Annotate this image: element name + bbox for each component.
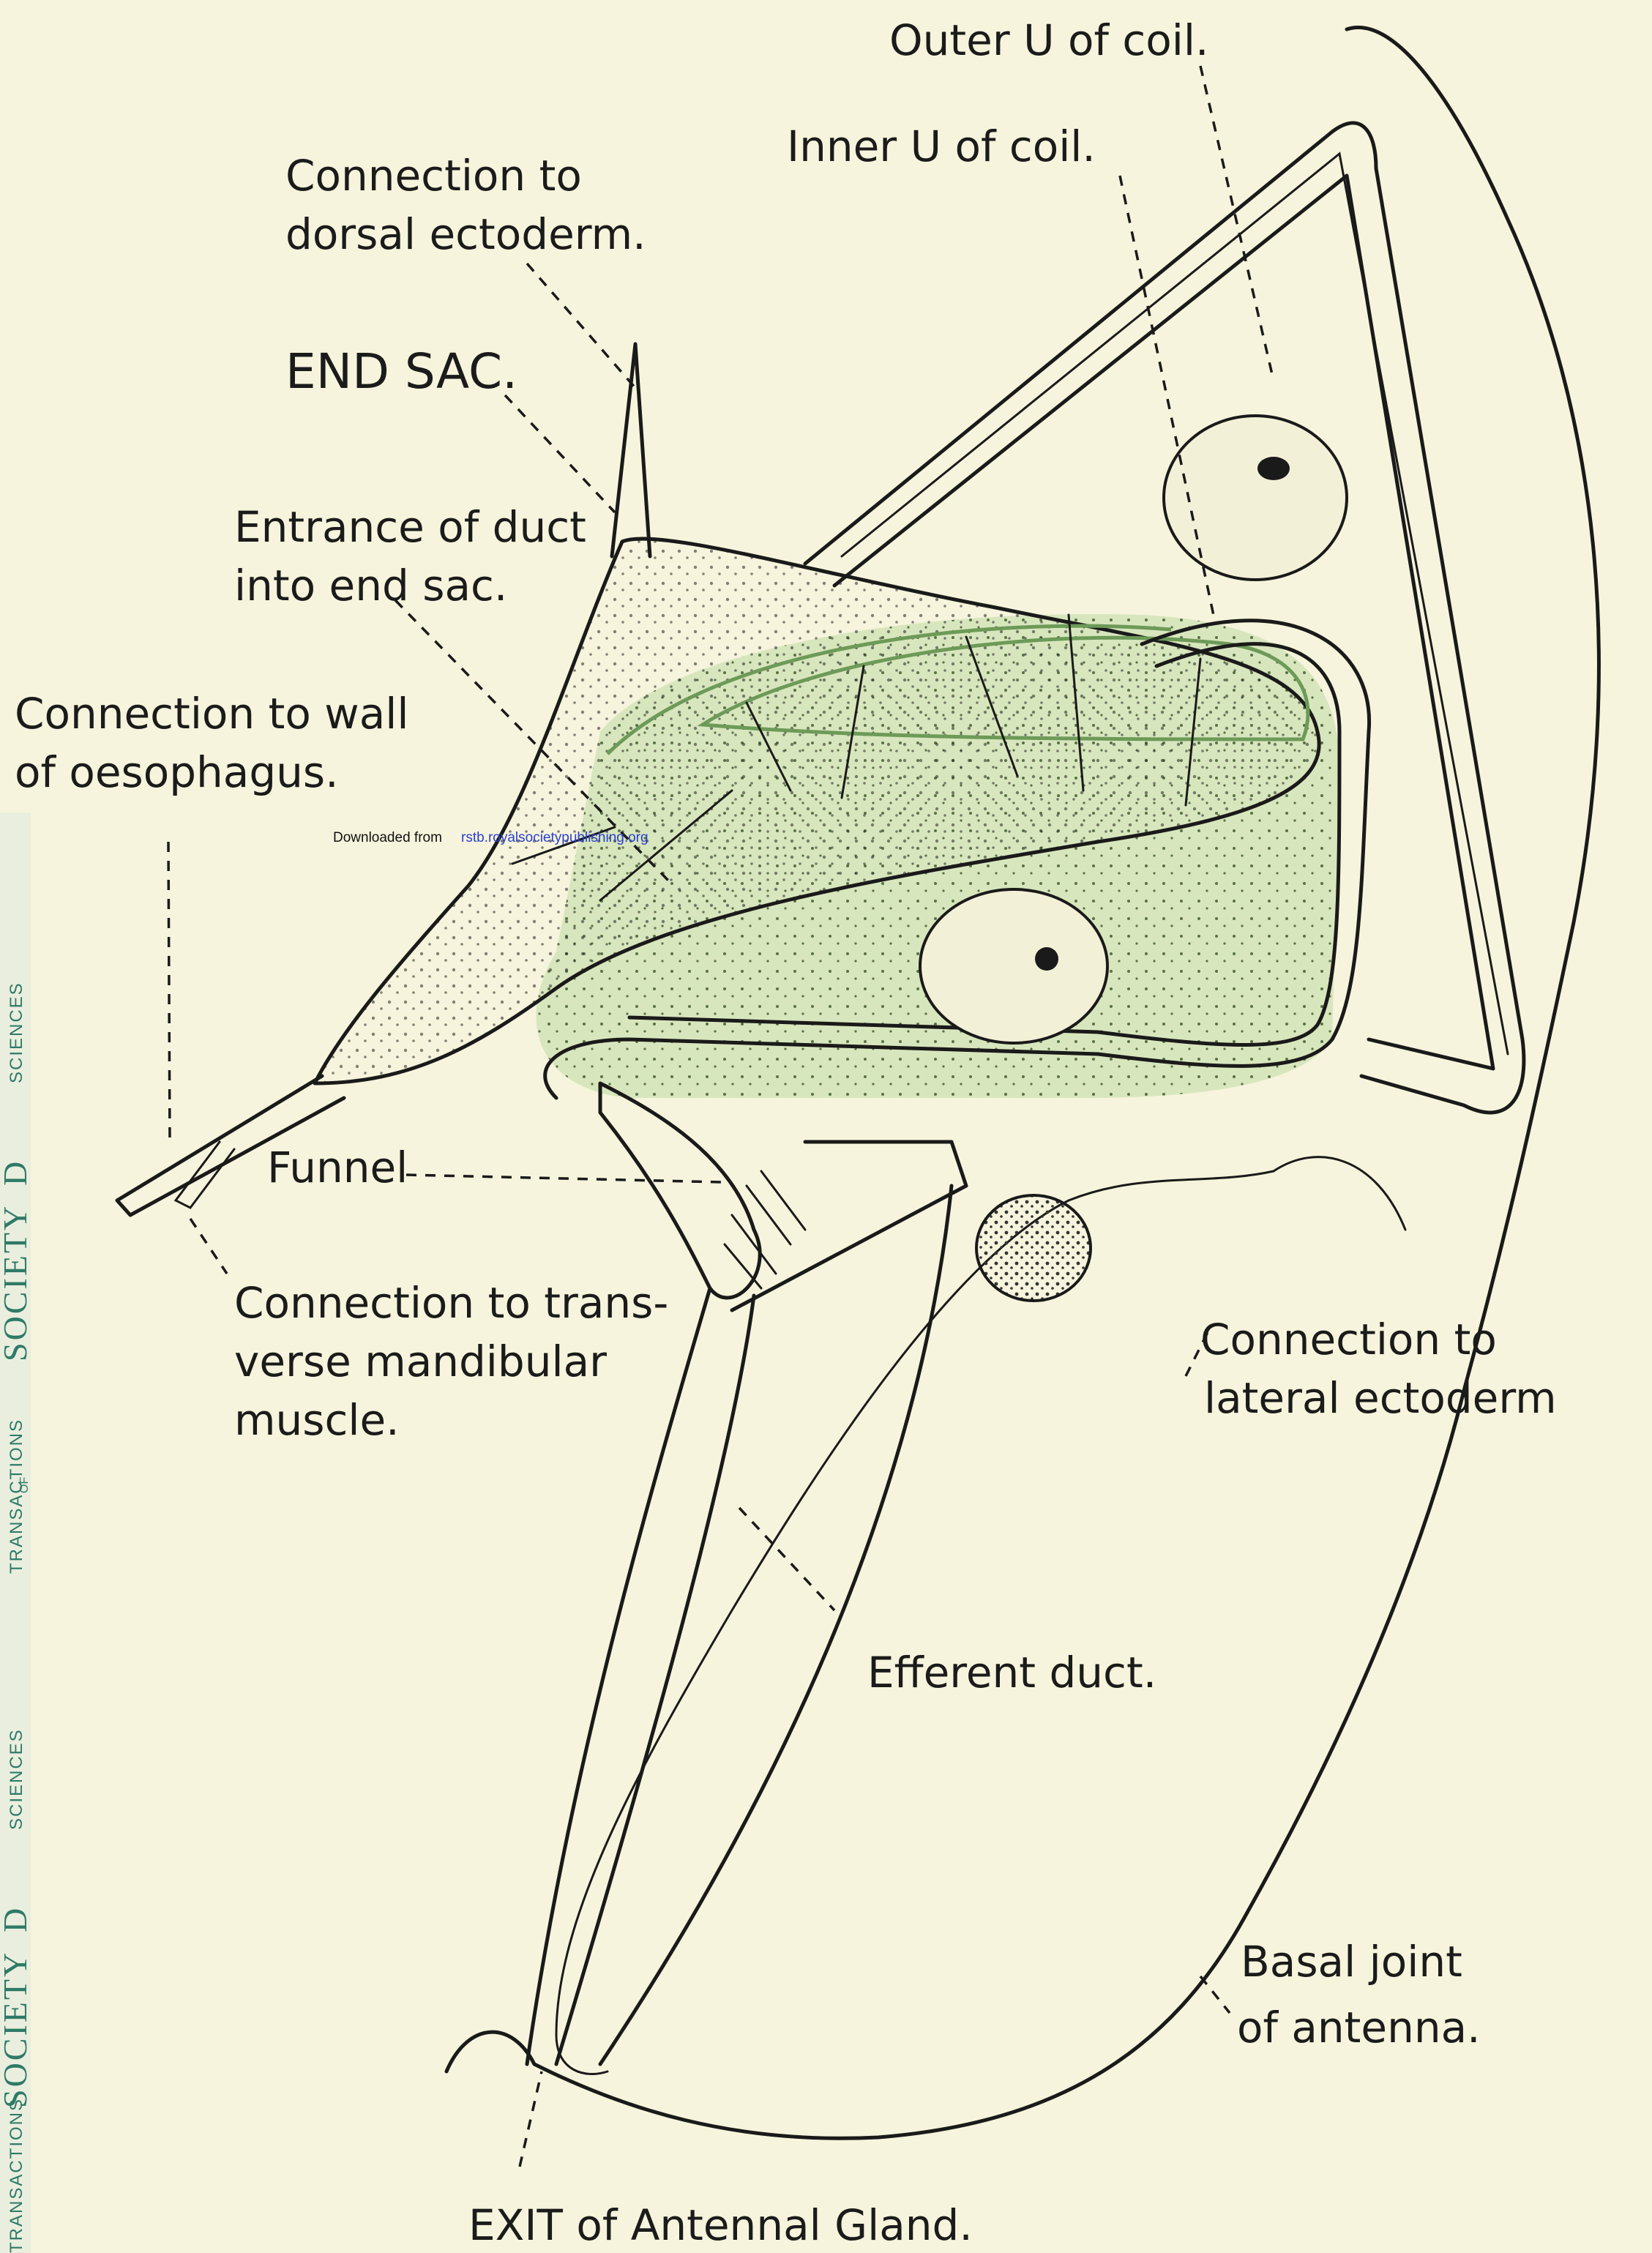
label-conn-lateral-1: Connection to bbox=[1200, 1315, 1497, 1364]
download-watermark: Downloaded from rstb.royalsocietypublish… bbox=[333, 830, 649, 845]
watermark-prefix: Downloaded from bbox=[333, 830, 442, 845]
sidebar-of-top: OF bbox=[18, 1477, 31, 1493]
label-basal-1: Basal joint bbox=[1241, 1937, 1462, 1987]
efferent-duct-right bbox=[556, 1296, 754, 2064]
sidebar-society-top: SOCIETY bbox=[0, 1204, 34, 1361]
sidebar-brand: SCIENCES D SOCIETY TRANSACTIONS OF SCIEN… bbox=[0, 812, 34, 2253]
cell-nucleus-middle-dot bbox=[1035, 947, 1058, 971]
funnel bbox=[600, 1083, 760, 1298]
sidebar-letter-bottom: D bbox=[0, 1906, 34, 1932]
label-efferent-duct: Efferent duct. bbox=[867, 1648, 1156, 1697]
label-connection-dorsal-2: dorsal ectoderm. bbox=[285, 209, 646, 259]
efferent-duct-left bbox=[527, 1288, 710, 2064]
label-conn-trans-2: verse mandibular bbox=[234, 1337, 607, 1386]
dorsal-connection-strand bbox=[612, 344, 650, 556]
label-entrance-1: Entrance of duct bbox=[234, 502, 586, 552]
cell-nucleus-middle bbox=[920, 889, 1107, 1043]
funnel-tube bbox=[732, 1142, 966, 1310]
sidebar-society-bottom: SOCIETY bbox=[0, 1951, 34, 2108]
sidebar-letter-top: D bbox=[0, 1159, 34, 1186]
label-exit: EXIT of Antennal Gland. bbox=[468, 2200, 973, 2250]
label-connection-dorsal-1: Connection to bbox=[285, 151, 582, 201]
labels: Outer U of coil. Inner U of coil. Connec… bbox=[15, 15, 1557, 2250]
label-end-sac: END SAC. bbox=[285, 343, 517, 400]
cell-nucleus-upper bbox=[1164, 416, 1347, 580]
sidebar-transactions-top: TRANSACTIONS bbox=[7, 1419, 26, 1574]
label-conn-trans-1: Connection to trans- bbox=[234, 1278, 668, 1328]
label-conn-wall-1: Connection to wall bbox=[15, 689, 408, 739]
sidebar-transactions-bottom: TRANSACTIONS bbox=[7, 2098, 26, 2253]
label-outer-u: Outer U of coil. bbox=[889, 15, 1208, 65]
lateral-connection-strand bbox=[1274, 1157, 1405, 1230]
label-entrance-2: into end sac. bbox=[234, 561, 507, 610]
cell-nucleus-lower bbox=[976, 1195, 1091, 1301]
label-conn-wall-2: of oesophagus. bbox=[15, 747, 339, 797]
watermark-link[interactable]: rstb.royalsocietypublishing.org bbox=[461, 830, 649, 845]
sidebar-sciences-bottom: SCIENCES bbox=[7, 1728, 26, 1830]
label-conn-trans-3: muscle. bbox=[234, 1395, 400, 1445]
label-funnel: Funnel bbox=[267, 1143, 408, 1192]
sidebar-sciences-top: SCIENCES bbox=[7, 982, 26, 1083]
label-conn-lateral-2: lateral ectoderm bbox=[1204, 1373, 1557, 1423]
label-basal-2: of antenna. bbox=[1237, 2003, 1481, 2052]
label-inner-u: Inner U of coil. bbox=[787, 122, 1096, 171]
cell-nucleus-upper-dot bbox=[1257, 457, 1290, 480]
